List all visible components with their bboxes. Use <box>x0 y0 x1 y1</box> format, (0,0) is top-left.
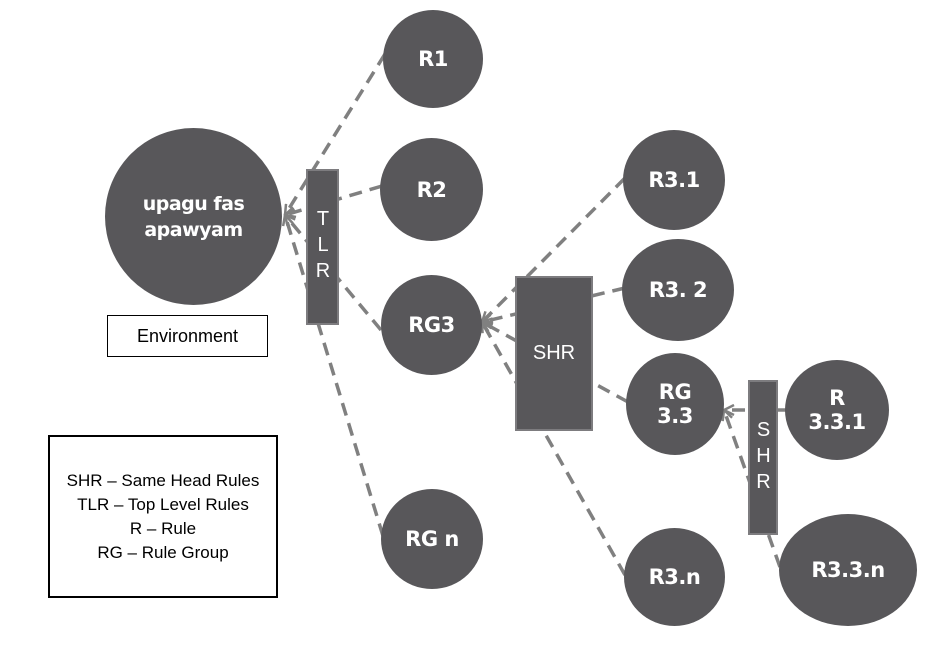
edge-r1-to-env <box>283 53 387 215</box>
shr-bar-sub-label: SHR <box>752 418 775 497</box>
environment-node-text: upagu fas apawyam <box>142 192 245 241</box>
node-rg3: RG3 <box>381 275 482 375</box>
legend-item-shr: SHR – Same Head Rules <box>66 470 260 490</box>
legend-box: SHR – Same Head Rules TLR – Top Level Ru… <box>48 435 278 598</box>
environment-label-box: Environment <box>107 315 268 357</box>
node-r2: R2 <box>380 138 483 241</box>
tlr-bar: TLR <box>306 169 339 325</box>
node-rgn: RG n <box>381 489 483 589</box>
edge-rg33-to-rg3 <box>482 320 629 404</box>
tlr-bar-label: TLR <box>312 208 334 286</box>
shr-bar-main-label: SHR <box>532 342 576 364</box>
edge-r3n-to-rg3 <box>480 322 627 576</box>
node-rg3-label: RG3 <box>408 313 455 337</box>
node-rg3-3-label: RG 3.3 <box>657 380 693 428</box>
node-r3-1: R3.1 <box>623 130 725 230</box>
node-r3-1-label: R3.1 <box>648 168 700 192</box>
legend-item-tlr: TLR – Top Level Rules <box>77 494 249 514</box>
environment-node: upagu fas apawyam <box>105 128 282 305</box>
legend-item-rg: RG – Rule Group <box>97 542 229 562</box>
node-r3-3-n: R3.3.n <box>779 514 917 626</box>
shr-bar-sub: SHR <box>748 380 778 535</box>
node-rg3-3: RG 3.3 <box>626 353 724 455</box>
node-r3-3-1: R 3.3.1 <box>785 360 889 460</box>
node-r3-3-1-label: R 3.3.1 <box>808 386 866 434</box>
edge-r33n-to-rg33 <box>724 410 782 568</box>
edge-rgn-to-env <box>285 215 385 537</box>
node-r3-n: R3.n <box>624 528 725 626</box>
node-r1-label: R1 <box>418 47 448 71</box>
environment-label: Environment <box>136 325 239 346</box>
shr-bar-main: SHR <box>515 276 593 431</box>
node-r2-label: R2 <box>416 177 447 202</box>
edge-r31-to-rg3 <box>482 176 627 322</box>
node-r3-2-label: R3. 2 <box>648 278 708 302</box>
node-r1: R1 <box>383 10 483 108</box>
node-rgn-label: RG n <box>405 527 459 551</box>
node-r3-2: R3. 2 <box>622 239 734 341</box>
node-r3-3-n-label: R3.3.n <box>811 558 885 582</box>
legend-item-r: R – Rule <box>129 518 197 538</box>
node-r3-n-label: R3.n <box>648 565 701 589</box>
